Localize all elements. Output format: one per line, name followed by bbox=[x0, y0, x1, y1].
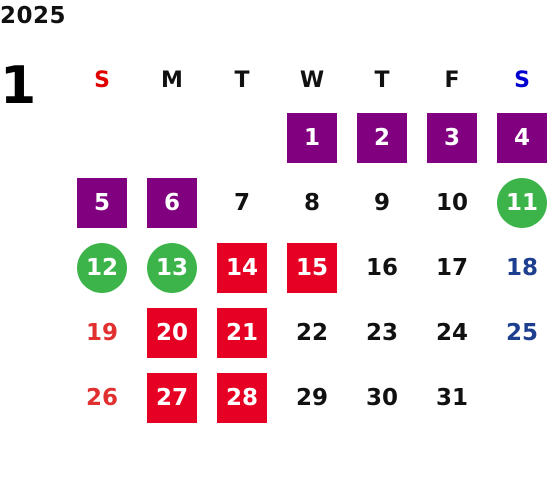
day-cell[interactable]: 31 bbox=[435, 384, 468, 411]
weekday-wednesday: W bbox=[299, 67, 325, 93]
day-cell[interactable]: 25 bbox=[505, 319, 538, 346]
weekday-sunday: S bbox=[94, 67, 110, 93]
day-cell[interactable]: 16 bbox=[365, 254, 398, 281]
day-cell[interactable]: 11 bbox=[497, 177, 547, 228]
day-cell[interactable]: 10 bbox=[435, 189, 468, 216]
day-cell[interactable]: 13 bbox=[147, 242, 197, 293]
day-cell[interactable]: 4 bbox=[497, 112, 547, 163]
weekday-friday: F bbox=[444, 67, 460, 93]
day-cell[interactable]: 29 bbox=[295, 384, 328, 411]
day-cell[interactable]: 20 bbox=[147, 307, 197, 358]
day-cell[interactable]: 8 bbox=[303, 189, 320, 216]
day-cell[interactable]: 9 bbox=[373, 189, 390, 216]
day-cell[interactable]: 6 bbox=[147, 177, 197, 228]
day-cell[interactable]: 30 bbox=[365, 384, 398, 411]
day-cell[interactable]: 27 bbox=[147, 372, 197, 423]
weekday-monday: M bbox=[161, 67, 183, 93]
day-cell[interactable]: 28 bbox=[217, 372, 267, 423]
day-cell[interactable]: 21 bbox=[217, 307, 267, 358]
day-cell[interactable]: 1 bbox=[287, 112, 337, 163]
day-cell[interactable]: 26 bbox=[85, 384, 118, 411]
day-cell[interactable]: 15 bbox=[287, 242, 337, 293]
day-cell[interactable]: 18 bbox=[505, 254, 538, 281]
day-cell[interactable]: 12 bbox=[77, 242, 127, 293]
weekday-thursday: T bbox=[374, 67, 390, 93]
weekday-tuesday: T bbox=[234, 67, 250, 93]
day-cell[interactable]: 3 bbox=[427, 112, 477, 163]
empty-cell bbox=[77, 113, 127, 163]
day-cell[interactable]: 24 bbox=[435, 319, 468, 346]
day-cell[interactable]: 22 bbox=[295, 319, 328, 346]
day-cell[interactable]: 5 bbox=[77, 177, 127, 228]
empty-cell bbox=[147, 113, 197, 163]
year-label: 2025 bbox=[0, 3, 67, 29]
day-cell[interactable]: 2 bbox=[357, 112, 407, 163]
weekday-saturday: S bbox=[514, 67, 530, 93]
empty-cell bbox=[217, 113, 267, 163]
day-cell[interactable]: 19 bbox=[85, 319, 118, 346]
day-cell[interactable]: 14 bbox=[217, 242, 267, 293]
day-cell[interactable]: 7 bbox=[233, 189, 250, 216]
day-cell[interactable]: 23 bbox=[365, 319, 398, 346]
month-number: 1 bbox=[0, 56, 37, 116]
day-cell[interactable]: 17 bbox=[435, 254, 468, 281]
